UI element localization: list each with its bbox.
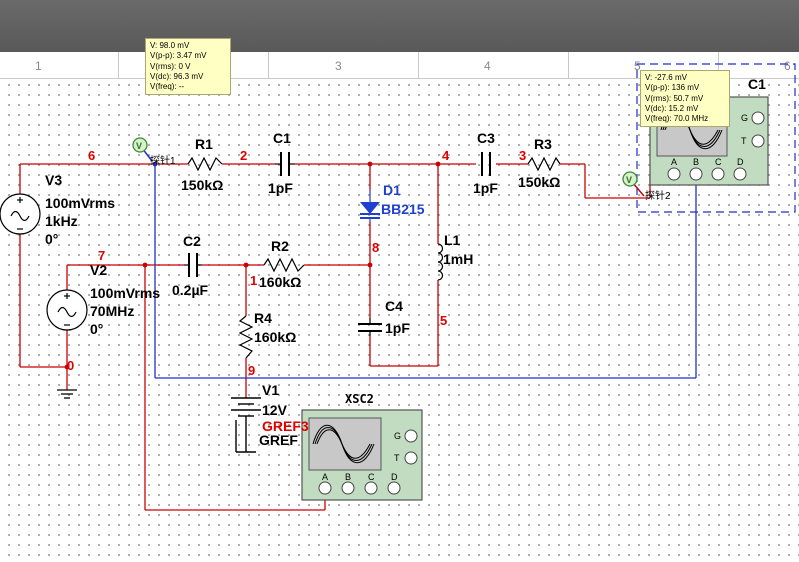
v1-gref: GREF: [259, 432, 298, 448]
probe1-line: V(dc): 96.3 mV: [150, 71, 204, 81]
node-label: 7: [98, 248, 106, 263]
probe1-label[interactable]: 探针1: [150, 156, 176, 167]
node-label: 8: [372, 240, 380, 255]
ruler-number: 1: [35, 59, 42, 73]
node-label: 2: [240, 148, 248, 163]
source-v3-symbol: [0, 193, 41, 235]
r3-value: 150kΩ: [518, 174, 561, 190]
capacitor-c1-symbol: [280, 152, 290, 176]
r1-ref: R1: [195, 136, 213, 152]
r2-value: 160kΩ: [259, 274, 302, 290]
xsc2-pin-label: C: [368, 472, 375, 482]
diode-d1-symbol: [360, 190, 380, 222]
r4-value: 160kΩ: [254, 329, 297, 345]
probe2-icon: V: [622, 171, 645, 197]
v2-line: 0°: [90, 321, 104, 337]
d1-value: BB215: [381, 201, 425, 217]
capacitor-c3-symbol: [481, 152, 491, 176]
xsc1-pin-label: B: [693, 157, 700, 167]
v1-ref: V1: [262, 382, 280, 398]
c4-ref: C4: [385, 298, 403, 314]
c3-value: 1pF: [473, 180, 498, 196]
ruler-number: 4: [484, 59, 491, 73]
probe1-line: V(rms): 0 V: [150, 61, 191, 71]
v3-line: 100mVrms: [45, 195, 116, 211]
xsc1-title: C1: [748, 76, 766, 92]
node-label: 5: [440, 313, 448, 328]
inductor-l1-symbol: [437, 243, 444, 281]
probe1-readout: V: 98.0 mV V(p-p): 3.47 mV V(rms): 0 V V…: [145, 38, 231, 96]
r1-value: 150kΩ: [181, 177, 224, 193]
svg-text:V: V: [136, 141, 142, 151]
xsc2-pin-label: D: [391, 472, 398, 482]
xsc1-side-label: T: [741, 136, 747, 146]
c1-ref: C1: [273, 130, 291, 146]
probe1-line: V: 98.0 mV: [150, 41, 190, 50]
r2-ref: R2: [271, 238, 289, 254]
resistor-r3-symbol: [527, 156, 561, 172]
xsc1-pin-label: C: [715, 157, 722, 167]
r4-ref: R4: [254, 310, 272, 326]
v2-ref: V2: [90, 262, 108, 278]
v3-ref: V3: [45, 172, 63, 188]
ground-symbol: [57, 389, 77, 399]
svg-text:V: V: [626, 175, 632, 185]
ruler-number: 5: [634, 59, 641, 73]
xsc1-pin-label: D: [737, 157, 744, 167]
node-label: 3: [519, 148, 527, 163]
l1-value: 1mH: [443, 251, 474, 267]
resistor-r4-symbol: [238, 315, 254, 359]
xsc1-pin-label: A: [671, 157, 678, 167]
probe2-line: V(freq): 70.0 MHz: [645, 114, 709, 124]
probe2-line: V: -27.6 mV: [645, 73, 687, 82]
probe1-line: V(freq): --: [150, 82, 185, 92]
node-label: 6: [88, 148, 96, 163]
resistor-r1-symbol: [187, 156, 223, 172]
c1-value: 1pF: [268, 180, 293, 196]
xsc2-side-label: G: [394, 431, 402, 441]
probe2-label[interactable]: 探针2: [645, 191, 671, 202]
probe2-readout: V: -27.6 mV V(p-p): 136 mV V(rms): 50.7 …: [640, 70, 730, 128]
battery-v1-symbol: [231, 397, 261, 453]
v2-line: 70MHz: [90, 303, 135, 319]
v1-value: 12V: [262, 402, 287, 418]
c2-ref: C2: [183, 233, 201, 249]
probe1-line: V(p-p): 3.47 mV: [150, 51, 207, 61]
capacitor-c2-symbol: [188, 253, 198, 277]
ruler-number: 6: [784, 59, 791, 73]
node-label: 1: [250, 273, 258, 288]
r3-ref: R3: [534, 136, 552, 152]
xsc1-side-label: G: [741, 113, 749, 123]
ruler-number: 3: [335, 59, 342, 73]
xsc2-pin-label: B: [345, 472, 352, 482]
resistor-r2-symbol: [263, 257, 305, 273]
xsc2-title: XSC2: [345, 392, 374, 406]
source-v2-symbol: [46, 289, 88, 331]
d1-ref: D1: [383, 182, 401, 198]
v2-line: 100mVrms: [90, 285, 161, 301]
capacitor-c4-symbol: [358, 323, 382, 332]
probe2-line: V(p-p): 136 mV: [645, 83, 700, 93]
v3-line: 0°: [45, 231, 59, 247]
oscilloscope-xsc2: [301, 409, 423, 501]
xsc2-pin-label: A: [322, 472, 329, 482]
window-toolbar-area: [0, 0, 799, 52]
c2-value: 0.2µF: [172, 282, 209, 298]
probe2-line: V(dc): 15.2 mV: [645, 103, 699, 113]
v3-line: 1kHz: [45, 213, 78, 229]
probe2-line: V(rms): 50.7 mV: [645, 93, 704, 103]
c4-value: 1pF: [385, 320, 410, 336]
v1-gref3: GREF3: [262, 418, 309, 434]
c3-ref: C3: [477, 130, 495, 146]
l1-ref: L1: [444, 232, 461, 248]
node-label: 4: [442, 148, 450, 163]
node-label: 0: [67, 358, 75, 373]
node-label: 9: [248, 363, 256, 378]
probe1-icon: V: [132, 137, 153, 162]
xsc2-side-label: T: [394, 453, 400, 463]
selection-box[interactable]: [636, 63, 796, 213]
